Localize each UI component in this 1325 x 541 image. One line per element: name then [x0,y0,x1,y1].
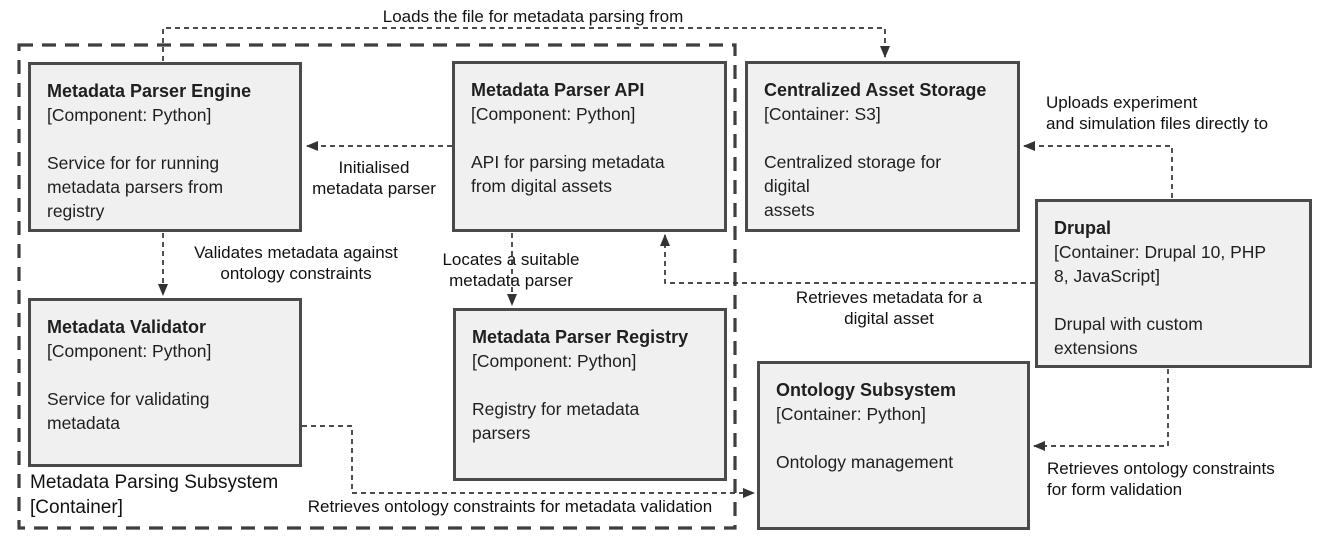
node-drupal: Drupal [Container: Drupal 10, PHP 8, Jav… [1035,199,1312,368]
node-title: Metadata Parser Engine [47,81,252,101]
node-description: Drupal with custom extensions [1054,314,1203,358]
subsystem-caption-type: [Container] [30,497,123,518]
edge-label-loads-file: Loads the file for metadata parsing from [382,7,684,26]
node-subtitle: [Component: Python] [471,104,636,124]
node-title: Metadata Validator [47,317,207,337]
node-subtitle: [Component: Python] [47,105,212,125]
node-title: Metadata Parser Registry [472,327,689,347]
edge-retrieves-metadata [660,234,1035,284]
edge-uploads-files [1023,141,1173,198]
edge-retrieves-ontology-form [1033,369,1169,451]
node-description: API for parsing metadata from digital as… [471,152,665,196]
node-metadata-parser-api: Metadata Parser API [Component: Python] … [452,61,727,232]
edge-loads-file [162,27,890,61]
edge-retrieves-ontology-validation [302,425,755,498]
node-metadata-parser-engine: Metadata Parser Engine [Component: Pytho… [28,62,302,232]
node-description: Service for for running metadata parsers… [47,153,224,221]
node-description: Registry for metadata parsers [472,399,640,443]
edge-label-retrieves-ontology-validation: Retrieves ontology constraints for metad… [307,497,713,516]
edge-label-locates-parser: Locates a suitable metadata parser [442,250,580,290]
node-title: Metadata Parser API [471,80,645,100]
edge-label-uploads-files: Uploads experiment and simulation files … [1046,93,1269,133]
subsystem-caption: Metadata Parsing Subsystem [Container] [30,470,278,520]
node-subtitle: [Component: Python] [47,341,212,361]
metadata-parsing-subsystem-boundary [17,43,737,530]
node-description: Ontology management [776,452,954,472]
node-ontology-subsystem: Ontology Subsystem [Container: Python] O… [757,361,1030,530]
node-subtitle: [Container: Drupal 10, PHP 8, JavaScript… [1054,242,1267,286]
node-subtitle: [Component: Python] [472,351,637,371]
node-centralized-asset-storage: Centralized Asset Storage [Container: S3… [745,61,1020,232]
node-metadata-validator: Metadata Validator [Component: Python] S… [28,298,302,467]
node-description: Centralized storage for digital assets [764,152,942,220]
subsystem-caption-title: Metadata Parsing Subsystem [30,472,279,493]
node-subtitle: [Container: Python] [776,404,926,424]
node-subtitle: [Container: S3] [764,104,881,124]
node-title: Ontology Subsystem [776,380,957,400]
node-title: Drupal [1054,218,1112,238]
edge-label-validates-metadata: Validates metadata against ontology cons… [194,243,398,283]
node-metadata-parser-registry: Metadata Parser Registry [Component: Pyt… [453,308,727,481]
node-title: Centralized Asset Storage [764,80,987,100]
edge-label-initialised-parser: Initialised metadata parser [312,158,436,198]
node-description: Service for validating metadata [47,389,210,433]
edge-label-retrieves-ontology-form: Retrieves ontology constraints for form … [1047,459,1275,499]
edge-label-retrieves-metadata: Retrieves metadata for a digital asset [795,288,983,328]
